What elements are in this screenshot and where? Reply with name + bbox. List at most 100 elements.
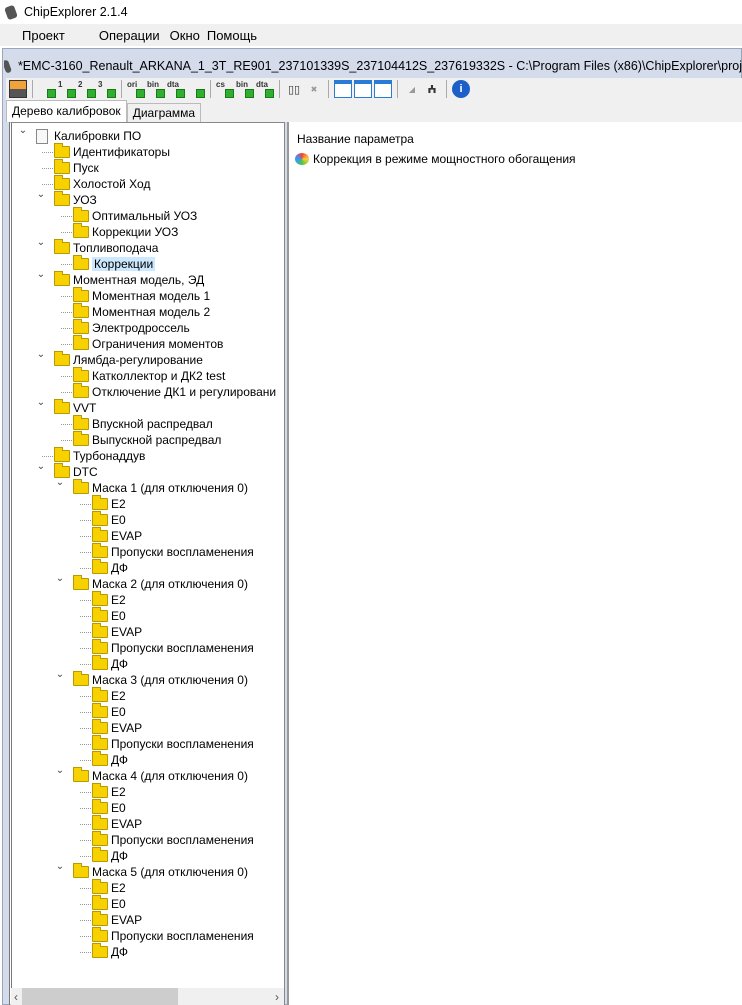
tree-node[interactable]: Пропуски воспламенения xyxy=(80,735,254,752)
menu-project[interactable]: Проект xyxy=(22,27,65,43)
parameter-item[interactable]: Коррекция в режиме мощностного обогащени… xyxy=(295,152,576,166)
chevron-down-icon[interactable]: ⌄ xyxy=(36,269,46,280)
tree-node[interactable]: E2 xyxy=(80,495,126,512)
tree-node[interactable]: EVAP xyxy=(80,911,142,928)
tree-node[interactable]: Моментная модель 1 xyxy=(61,287,210,304)
chevron-down-icon[interactable]: ⌄ xyxy=(55,861,65,872)
tree-connector xyxy=(80,744,91,745)
chevron-down-icon[interactable]: ⌄ xyxy=(18,125,28,136)
folder-icon xyxy=(92,559,108,574)
tab-calibration-tree[interactable]: Дерево калибровок xyxy=(6,100,127,122)
tab-diagram[interactable]: Диаграмма xyxy=(126,103,202,122)
tree-node[interactable]: Оптимальный УОЗ xyxy=(61,207,197,224)
import-device-icon[interactable] xyxy=(187,80,205,98)
chevron-down-icon[interactable]: ⌄ xyxy=(36,397,46,408)
chevron-down-icon[interactable]: ⌄ xyxy=(55,669,65,680)
table-import-icon[interactable] xyxy=(354,80,372,98)
chevron-down-icon[interactable]: ⌄ xyxy=(36,461,46,472)
tree-node[interactable]: ⌄Маска 5 (для отключения 0) xyxy=(56,861,248,880)
tree-node[interactable]: Выпускной распредвал xyxy=(61,431,221,448)
tree-node[interactable]: Моментная модель 2 xyxy=(61,303,210,320)
tree-node[interactable]: ⌄DTC xyxy=(37,461,98,480)
tree-node[interactable]: EVAP xyxy=(80,623,142,640)
tree-node[interactable]: EVAP xyxy=(80,815,142,832)
binoculars-icon[interactable]: ⵄ xyxy=(427,83,437,96)
save-icon[interactable] xyxy=(9,80,27,98)
scroll-right-icon[interactable]: › xyxy=(275,989,279,1004)
chevron-down-icon[interactable]: ⌄ xyxy=(55,765,65,776)
disabled-icon[interactable]: ✖ xyxy=(310,84,318,94)
tree-node[interactable]: ДФ xyxy=(80,943,128,960)
export-bin-icon[interactable]: bin xyxy=(236,80,254,98)
export-dta-icon[interactable]: dta xyxy=(256,80,274,98)
tree-node[interactable]: Пропуски воспламенения xyxy=(80,831,254,848)
scroll-left-icon[interactable]: ‹ xyxy=(14,989,18,1004)
document-titlebar: *EMC-3160_Renault_ARKANA_1_3T_RE901_2371… xyxy=(4,54,742,78)
add-2-icon[interactable]: 2 xyxy=(78,80,96,98)
import-bin-icon[interactable]: bin xyxy=(147,80,165,98)
menu-operations[interactable]: Операции xyxy=(98,27,160,43)
horizontal-scrollbar[interactable]: ‹ › xyxy=(11,988,284,1005)
tree-node[interactable]: ⌄Маска 1 (для отключения 0) xyxy=(56,477,248,496)
tree-node[interactable]: E0 xyxy=(80,607,126,624)
tree-node[interactable]: ⌄Калибровки ПО xyxy=(19,125,141,144)
menu-window[interactable]: Окно xyxy=(169,27,200,43)
tree-node[interactable]: E0 xyxy=(80,511,126,528)
tree-node[interactable]: EVAP xyxy=(80,719,142,736)
info-icon[interactable]: i xyxy=(452,80,470,98)
tree-node[interactable]: ⌄Маска 3 (для отключения 0) xyxy=(56,669,248,688)
tree-node[interactable]: EVAP xyxy=(80,527,142,544)
menu-help[interactable]: Помощь xyxy=(206,27,258,43)
tree-node[interactable]: ДФ xyxy=(80,655,128,672)
table-icon[interactable] xyxy=(334,80,352,98)
tree-node[interactable]: Отключение ДК1 и регулировани xyxy=(61,383,276,400)
tree-node[interactable]: ⌄VVT xyxy=(37,397,97,416)
tree-node[interactable]: ДФ xyxy=(80,847,128,864)
tree-node[interactable]: Турбонаддув xyxy=(42,447,145,464)
export-cs-icon[interactable]: cs xyxy=(216,80,234,98)
tree-node[interactable]: E0 xyxy=(80,799,126,816)
tree-node[interactable]: ⌄УОЗ xyxy=(37,189,97,208)
chevron-down-icon[interactable]: ⌄ xyxy=(36,349,46,360)
tree-node[interactable]: Идентификаторы xyxy=(42,143,170,160)
tree-node[interactable]: ⌄Топливоподача xyxy=(37,237,159,256)
chevron-down-icon[interactable]: ⌄ xyxy=(55,477,65,488)
add-1-icon[interactable]: 1 xyxy=(58,80,76,98)
chevron-down-icon[interactable]: ⌄ xyxy=(55,573,65,584)
compare-icon[interactable]: ▯▯ xyxy=(287,83,301,96)
tree-node[interactable]: Коррекции xyxy=(61,255,156,272)
tree-node[interactable]: E2 xyxy=(80,879,126,896)
tree-node[interactable]: Впускной распредвал xyxy=(61,415,213,432)
table-export-icon[interactable] xyxy=(374,80,392,98)
tree-node[interactable]: Холостой Ход xyxy=(42,175,150,192)
tree-node[interactable]: Ограничения моментов xyxy=(61,335,223,352)
tree-node[interactable]: ⌄Маска 4 (для отключения 0) xyxy=(56,765,248,784)
add-3-icon[interactable]: 3 xyxy=(98,80,116,98)
tree-node[interactable]: ⌄Моментная модель, ЭД xyxy=(37,269,204,288)
scroll-thumb[interactable] xyxy=(22,988,178,1005)
tree-node[interactable]: Коррекции УОЗ xyxy=(61,223,178,240)
tree-node[interactable]: E2 xyxy=(80,687,126,704)
import-ori-icon[interactable]: ori xyxy=(127,80,145,98)
tree-node[interactable]: ⌄Маска 2 (для отключения 0) xyxy=(56,573,248,592)
tree-node[interactable]: E2 xyxy=(80,783,126,800)
tree-node[interactable]: ДФ xyxy=(80,559,128,576)
import-dta-icon[interactable]: dta xyxy=(167,80,185,98)
tree-node[interactable]: Электродроссель xyxy=(61,319,190,336)
tree-node[interactable]: Пропуски воспламенения xyxy=(80,927,254,944)
chevron-down-icon[interactable]: ⌄ xyxy=(36,237,46,248)
tree-node[interactable]: Пуск xyxy=(42,159,99,176)
tree-node[interactable]: Катколлектор и ДК2 test xyxy=(61,367,225,384)
tree-node[interactable]: E0 xyxy=(80,703,126,720)
open-project-icon[interactable] xyxy=(38,80,56,98)
tree-node[interactable]: Пропуски воспламенения xyxy=(80,543,254,560)
triangle-icon[interactable]: ◢ xyxy=(408,84,416,94)
chevron-down-icon[interactable]: ⌄ xyxy=(36,189,46,200)
tree-node[interactable]: Пропуски воспламенения xyxy=(80,639,254,656)
document-title: *EMC-3160_Renault_ARKANA_1_3T_RE901_2371… xyxy=(17,59,742,73)
folder-icon xyxy=(73,319,89,334)
tree-node[interactable]: E2 xyxy=(80,591,126,608)
tree-node[interactable]: ⌄Лямбда-регулирование xyxy=(37,349,203,368)
tree-node[interactable]: E0 xyxy=(80,895,126,912)
tree-node[interactable]: ДФ xyxy=(80,751,128,768)
